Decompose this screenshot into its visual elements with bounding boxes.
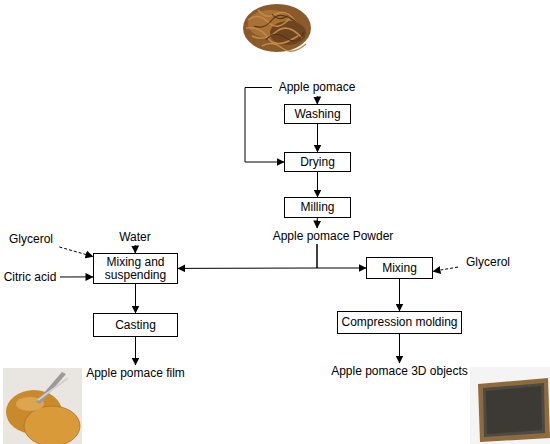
flow-arrow	[135, 245, 136, 253]
process-box: Washing	[284, 104, 351, 124]
node-text: Casting	[115, 319, 156, 332]
process-box: Compression molding	[337, 311, 462, 334]
node-text: Washing	[294, 108, 340, 121]
film-photo	[3, 368, 82, 444]
node-text: Apple pomace film	[86, 367, 185, 380]
pomace-photo	[238, 0, 316, 58]
flow-arrow	[317, 172, 318, 197]
process-box: Milling	[284, 197, 351, 218]
product-label: Apple pomace Powder	[268, 228, 398, 244]
process-box: Mixing	[366, 257, 433, 279]
flow-arrow	[317, 218, 318, 228]
flow-arrow	[245, 88, 284, 163]
input-label: Water	[115, 229, 155, 245]
node-text: Compression molding	[341, 316, 457, 329]
flow-arrow	[317, 96, 318, 104]
node-text: Apple pomace 3D objects	[331, 365, 468, 378]
process-box: Casting	[93, 313, 178, 337]
node-text: Apple pomace Powder	[273, 230, 394, 243]
source-label: Apple pomace	[272, 79, 362, 96]
node-text: Glycerol	[9, 233, 53, 246]
flow-arrow	[135, 337, 136, 365]
flow-arrow	[317, 244, 366, 268]
flow-arrow	[60, 276, 93, 277]
node-text: Apple pomace	[279, 81, 356, 94]
product-label: Apple pomace 3D objects	[327, 363, 472, 379]
flow-arrow	[178, 244, 317, 268]
input-label: Glycerol	[2, 231, 60, 247]
dashed-arrow	[433, 267, 458, 271]
input-label: Citric acid	[0, 269, 60, 285]
object-photo	[470, 367, 550, 444]
node-text: Milling	[300, 201, 334, 214]
flow-arrow	[317, 124, 318, 152]
flow-arrow	[399, 334, 400, 363]
node-text: Citric acid	[4, 271, 57, 284]
dashed-arrow	[59, 247, 93, 257]
input-label: Glycerol	[458, 254, 518, 270]
node-text: Water	[119, 231, 151, 244]
node-text: Mixing and suspending	[94, 256, 177, 282]
node-text: Glycerol	[466, 256, 510, 269]
product-label: Apple pomace film	[85, 365, 186, 381]
process-box: Drying	[284, 152, 351, 172]
node-text: Drying	[300, 156, 335, 169]
flow-arrow	[399, 279, 400, 311]
flow-arrow	[135, 284, 136, 313]
node-text: Mixing	[382, 262, 417, 275]
process-box: Mixing and suspending	[93, 253, 178, 284]
